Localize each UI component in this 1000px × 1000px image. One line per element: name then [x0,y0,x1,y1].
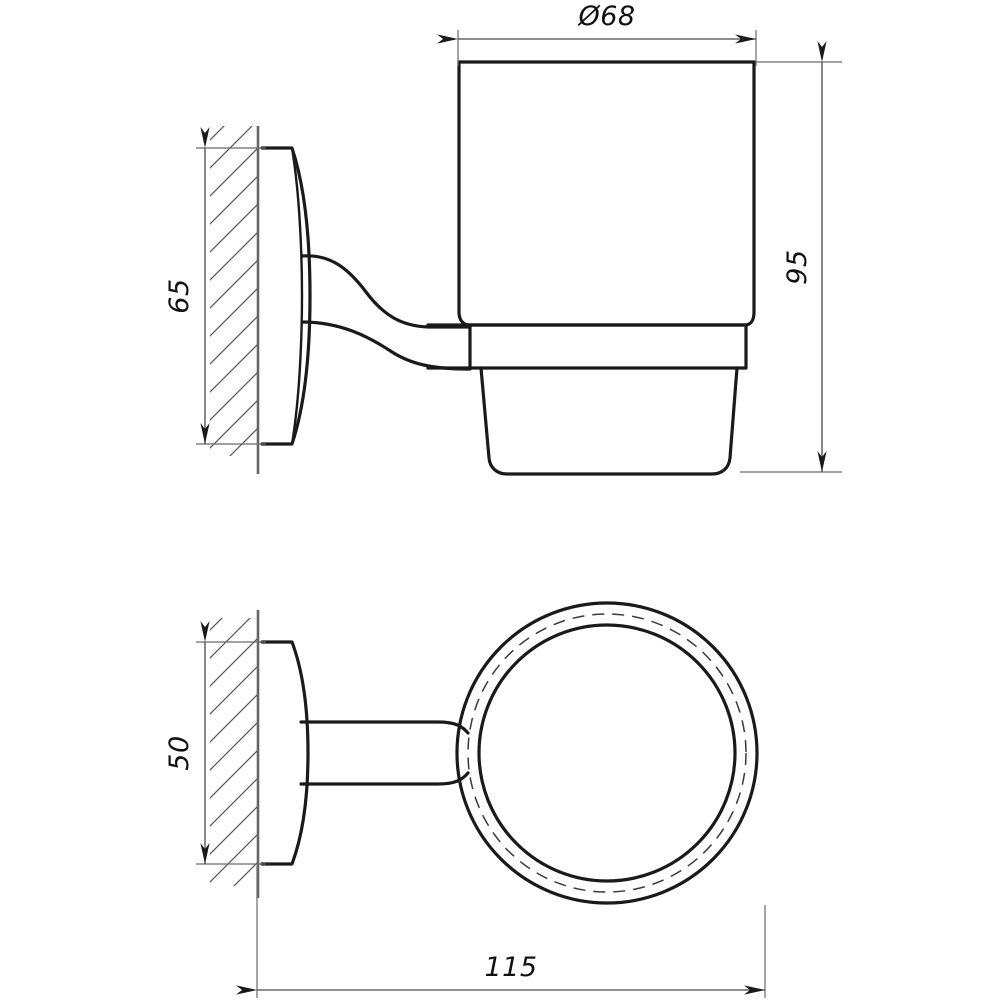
holder-ring-inner-circle [477,623,737,883]
dimension-diameter-68: Ø68 [437,1,757,66]
dimension-projection-115: 115 [236,866,766,998]
wall-plate-elevation [260,146,312,446]
plan-view: 50 115 [164,601,766,998]
holder-ring-outer-circle [455,601,759,905]
dimension-plate-width-50: 50 [164,621,266,865]
tumbler-upper-body [457,60,756,327]
holder-ring-hidden-circle [467,613,747,893]
dimension-label-plate-height-65: 65 [164,278,195,313]
connecting-arm-bottom-edge [299,771,470,786]
dimension-label-diameter-68: Ø68 [577,1,635,32]
elevation-view: Ø68 95 65 [164,1,842,476]
support-arm-upper-edge [300,254,472,329]
dimension-label-projection-115: 115 [484,952,537,983]
wall-hatching-elevation [210,126,258,456]
dimension-label-plate-width-50: 50 [164,735,195,770]
dimension-plate-height-65: 65 [164,127,266,445]
wall-plate-plan [260,640,310,866]
wall-plate-edge-elevation [290,146,304,446]
dimension-label-height-95: 95 [782,249,813,284]
wall-hatching-plan [210,618,258,886]
support-arm-lower-edge [300,320,472,371]
connecting-arm-top-edge [299,720,470,735]
holder-band-elevation [426,323,748,370]
dimension-height-95: 95 [740,41,842,473]
tumbler-lower-body [479,366,739,476]
